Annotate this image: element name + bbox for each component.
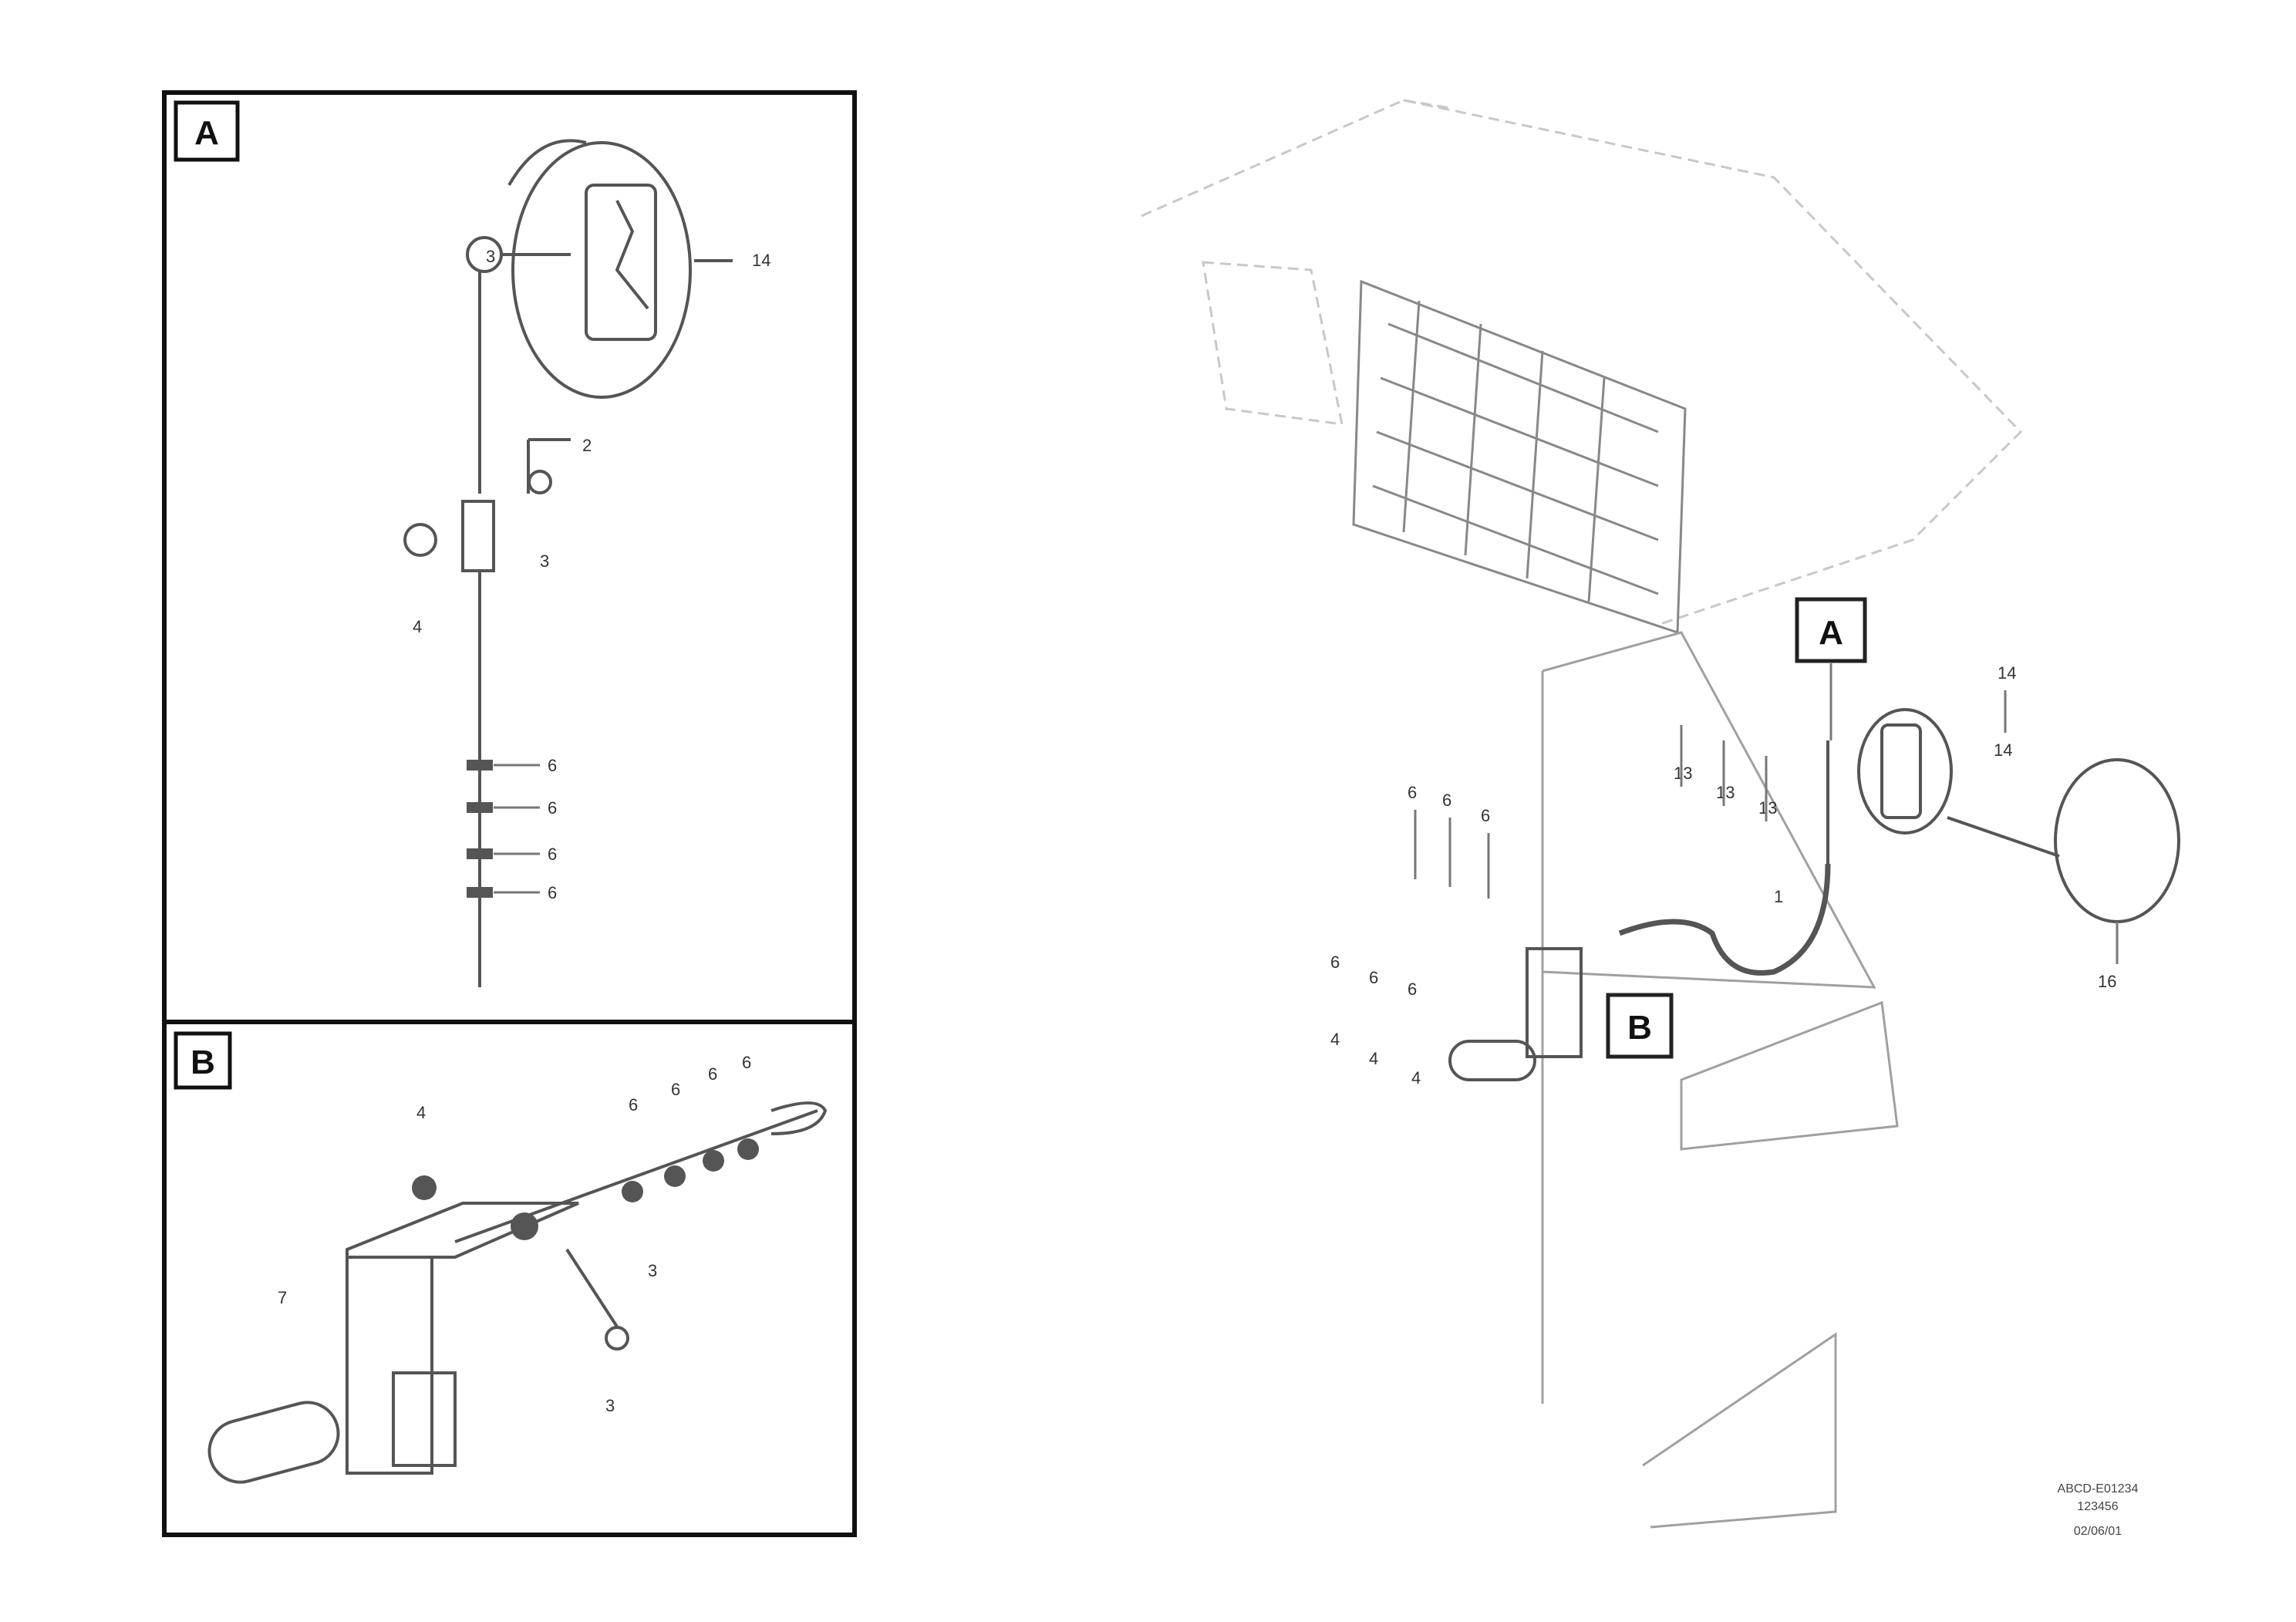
cab-outline bbox=[1141, 99, 2023, 626]
label-b-6c: 6 bbox=[708, 1064, 717, 1084]
main-label-4c: 4 bbox=[1411, 1068, 1421, 1088]
label-b-6a: 6 bbox=[629, 1095, 638, 1114]
label-b-3a: 3 bbox=[648, 1261, 657, 1280]
label-b-6d: 6 bbox=[742, 1053, 751, 1072]
label-14: 14 bbox=[752, 251, 770, 270]
main-label-14b: 14 bbox=[1994, 740, 2012, 760]
machine-view: A B 1 6 6 6 13 13 13 6 6 6 4 4 4 14 14 1… bbox=[1141, 99, 2180, 1529]
main-leaders bbox=[1414, 663, 2119, 964]
callout-b-box bbox=[174, 1031, 232, 1090]
cab-body bbox=[1541, 631, 1899, 1529]
main-callout-b-box bbox=[1606, 993, 1674, 1059]
label-2: 2 bbox=[582, 436, 592, 455]
detail-a-leaders bbox=[494, 764, 540, 894]
main-label-4a: 4 bbox=[1330, 1030, 1340, 1049]
detail-panel-b: B 4 6 6 6 6 3 3 7 bbox=[162, 1020, 857, 1537]
label-6d: 6 bbox=[548, 883, 557, 902]
figure-reference: ABCD-E01234 123456 02/06/01 bbox=[2058, 1482, 2139, 1538]
label-3: 3 bbox=[540, 551, 549, 571]
label-3b: 3 bbox=[486, 247, 495, 266]
label-b-6b: 6 bbox=[671, 1080, 680, 1099]
detail-panel-a: A bbox=[162, 90, 857, 1024]
grille bbox=[1352, 279, 1687, 635]
label-b-7: 7 bbox=[278, 1288, 287, 1307]
main-label-13c: 13 bbox=[1758, 798, 1777, 818]
main-label-14a: 14 bbox=[1998, 663, 2016, 683]
work-lamp bbox=[1857, 708, 2180, 923]
main-label-13a: 13 bbox=[1674, 764, 1692, 783]
lamp-detail-circle bbox=[2054, 758, 2180, 923]
callout-a-label: A bbox=[194, 114, 219, 152]
main-callout-a: A bbox=[1819, 614, 1843, 652]
main-label-13b: 13 bbox=[1716, 783, 1735, 802]
main-label-6c: 6 bbox=[1481, 806, 1490, 825]
label-6c: 6 bbox=[548, 845, 557, 864]
washer-stack bbox=[467, 760, 493, 898]
main-label-1: 1 bbox=[1774, 887, 1783, 906]
lower-bracket bbox=[1448, 947, 1583, 1081]
cable bbox=[1618, 863, 1831, 976]
rod-assembly bbox=[403, 270, 571, 987]
reference-line-2: 123456 bbox=[2077, 1500, 2118, 1513]
main-callout-b: B bbox=[1627, 1009, 1652, 1047]
main-label-6d: 6 bbox=[1330, 953, 1340, 972]
reference-line-3: 02/06/01 bbox=[2074, 1525, 2122, 1538]
reference-line-1: ABCD-E01234 bbox=[2058, 1482, 2139, 1496]
lamp-assembly bbox=[466, 139, 733, 399]
main-label-6e: 6 bbox=[1369, 968, 1378, 987]
detail-b-frame bbox=[162, 1020, 857, 1537]
main-label-16: 16 bbox=[2098, 972, 2116, 991]
callout-b-label: B bbox=[190, 1044, 215, 1081]
main-label-6f: 6 bbox=[1408, 980, 1417, 999]
main-callout-a-box bbox=[1795, 597, 1867, 663]
label-b-3b: 3 bbox=[605, 1396, 615, 1415]
detail-a-frame bbox=[162, 90, 857, 1024]
callout-a-box bbox=[174, 100, 240, 162]
label-6b: 6 bbox=[548, 798, 557, 818]
main-label-6a: 6 bbox=[1408, 783, 1417, 802]
b-washers bbox=[412, 1138, 759, 1240]
label-4: 4 bbox=[413, 617, 422, 636]
main-label-4b: 4 bbox=[1369, 1049, 1378, 1068]
main-label-6b: 6 bbox=[1442, 791, 1451, 810]
label-b-4: 4 bbox=[416, 1103, 426, 1122]
bracket-assembly bbox=[207, 1101, 828, 1484]
label-6a: 6 bbox=[548, 756, 557, 775]
